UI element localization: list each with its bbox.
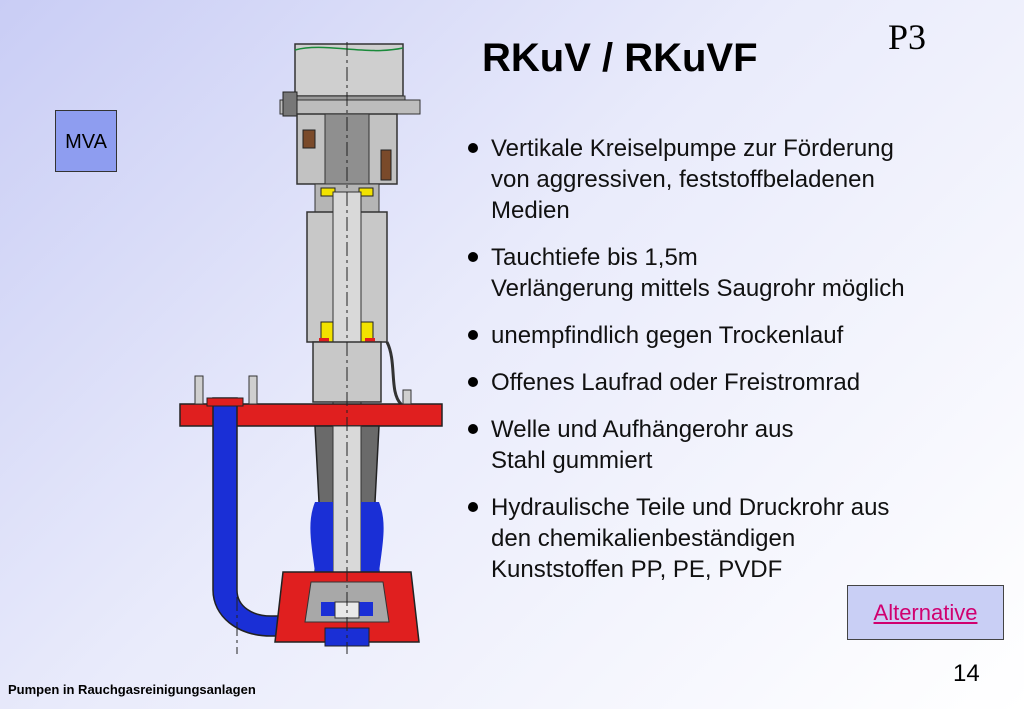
- page-number: 14: [953, 660, 980, 687]
- footer-text: Pumpen in Rauchgasreinigungsanlagen: [8, 682, 256, 697]
- slide-title: RKuV / RKuVF: [482, 36, 758, 80]
- alternative-link[interactable]: Alternative: [873, 599, 978, 625]
- bullet-dot-icon: [468, 252, 478, 262]
- bullet-list: Vertikale Kreiselpumpe zur Förderung von…: [464, 133, 964, 601]
- bullet-item: Offenes Laufrad oder Freistromrad: [464, 367, 964, 398]
- mva-tag: MVA: [55, 110, 117, 172]
- bullet-dot-icon: [468, 143, 478, 153]
- mva-tag-label: MVA: [65, 131, 107, 153]
- bullet-item: unempfindlich gegen Trockenlauf: [464, 320, 964, 351]
- bullet-item: Tauchtiefe bis 1,5m Verlängerung mittels…: [464, 242, 964, 304]
- bullet-text: unempfindlich gegen Trockenlauf: [491, 322, 844, 349]
- bullet-text: Tauchtiefe bis 1,5m Verlängerung mittels…: [491, 244, 905, 302]
- bullet-dot-icon: [468, 502, 478, 512]
- alternative-button[interactable]: Alternative: [847, 585, 1004, 640]
- bullet-text: Welle und Aufhängerohr aus Stahl gummier…: [491, 416, 794, 474]
- slide-code: P3: [888, 17, 927, 57]
- bullet-dot-icon: [468, 424, 478, 434]
- pump-cross-section-drawing: [179, 42, 443, 654]
- bullet-item: Welle und Aufhängerohr aus Stahl gummier…: [464, 414, 964, 476]
- bullet-item: Hydraulische Teile und Druckrohr aus den…: [464, 492, 964, 585]
- bullet-text: Hydraulische Teile und Druckrohr aus den…: [491, 494, 890, 583]
- bullet-item: Vertikale Kreiselpumpe zur Förderung von…: [464, 133, 964, 226]
- bullet-dot-icon: [468, 330, 478, 340]
- bullet-text: Vertikale Kreiselpumpe zur Förderung von…: [491, 135, 894, 224]
- bullet-dot-icon: [468, 377, 478, 387]
- bullet-text: Offenes Laufrad oder Freistromrad: [491, 369, 861, 396]
